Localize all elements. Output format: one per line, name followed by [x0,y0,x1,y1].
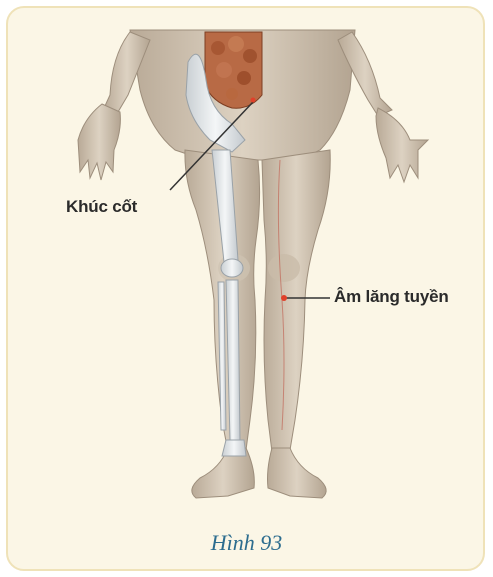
intestines [205,32,262,108]
khuc-cot-point [251,98,256,103]
khuc-cot-label: Khúc cốt [66,197,137,217]
figure-caption: Hình 93 [0,530,493,556]
am-lang-tuyen-label: Âm lăng tuyền [334,287,449,307]
am-lang-tuyen-point [281,295,287,301]
